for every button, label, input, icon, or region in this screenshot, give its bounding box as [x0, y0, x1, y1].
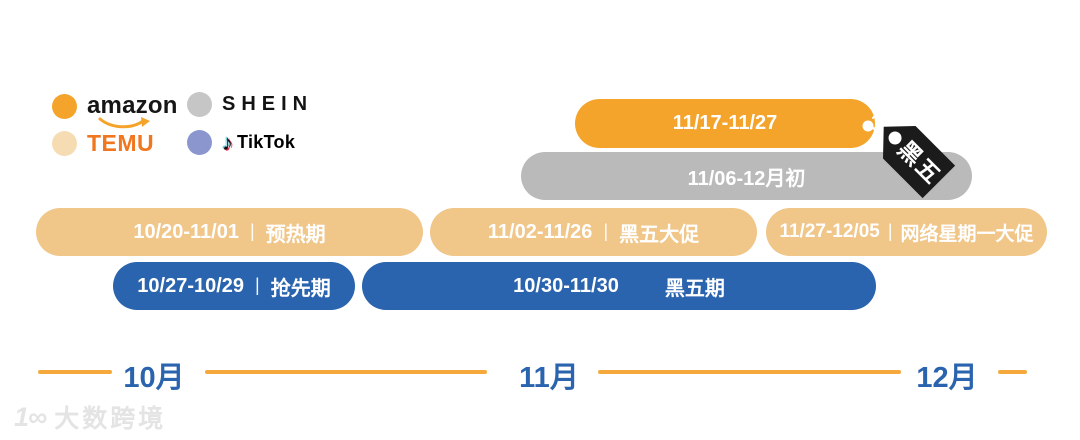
- temu-label: TEMU: [87, 130, 155, 156]
- watermark: 1∞ 大数跨境: [14, 399, 166, 435]
- watermark-label: 大数跨境: [54, 405, 167, 433]
- axis-segment: [38, 370, 112, 374]
- tiktok-dot-icon: [187, 130, 212, 155]
- separator: |: [249, 220, 255, 241]
- shein-dot-icon: [187, 92, 212, 117]
- tag-hole: [888, 131, 902, 145]
- temu-cybermonday-label: 网络星期一大促: [900, 223, 1034, 245]
- temu-preheat-bar: 10/20-11/01 | 预热期: [36, 208, 423, 256]
- temu-dot-icon: [52, 131, 77, 156]
- amazon-period-bar: 11/17-11/27: [575, 99, 875, 148]
- temu-blackfriday-bar: 11/02-11/26 | 黑五大促: [430, 208, 757, 256]
- tiktok-early-date: 10/27-10/29: [137, 274, 245, 297]
- axis-segment: [205, 370, 487, 374]
- amazon-dot-icon: [52, 93, 77, 119]
- legend-item-tiktok: ♪ TikTok: [187, 130, 295, 155]
- legend-item-temu: TEMU: [52, 130, 154, 157]
- temu-preheat-label: 预热期: [265, 223, 326, 246]
- tiktok-label: TikTok: [237, 132, 296, 152]
- axis-segment: [598, 370, 901, 374]
- tiktok-early-label: 抢先期: [270, 277, 331, 300]
- separator: |: [887, 220, 893, 241]
- amazon-period-date: 11/17-11/27: [672, 112, 778, 134]
- month-label-november: 11月: [519, 362, 579, 394]
- month-label-december: 12月: [916, 362, 978, 394]
- amazon-wordmark: amazon: [87, 92, 178, 129]
- amazon-smile-arrow-icon: [98, 117, 150, 129]
- month-label-october: 10月: [123, 362, 185, 394]
- tiktok-note-icon: ♪: [222, 129, 233, 155]
- tiktok-blackfriday-label: 黑五期: [664, 277, 725, 300]
- temu-cybermonday-date: 11/27-12/05: [779, 221, 880, 242]
- watermark-logo: 1∞: [14, 401, 47, 432]
- legend-item-shein: SHEIN: [187, 92, 313, 117]
- shein-period-date: 11/06-12月初: [687, 167, 806, 190]
- amazon-label: amazon: [87, 92, 178, 119]
- tiktok-blackfriday-bar: 10/30-11/30 黑五期: [362, 262, 876, 310]
- legend-item-amazon: amazon: [52, 92, 178, 129]
- tiktok-blackfriday-date: 10/30-11/30: [513, 274, 619, 297]
- temu-blackfriday-label: 黑五大促: [619, 223, 700, 246]
- temu-blackfriday-date: 11/02-11/26: [487, 220, 593, 243]
- separator: |: [603, 220, 609, 241]
- separator: |: [255, 274, 260, 295]
- axis-segment: [998, 370, 1027, 374]
- temu-cybermonday-bar: 11/27-12/05 | 网络星期一大促: [766, 208, 1047, 256]
- shein-period-bar: 11/06-12月初: [521, 152, 972, 200]
- temu-preheat-date: 10/20-11/01: [133, 220, 239, 243]
- shein-label: SHEIN: [222, 93, 314, 115]
- tiktok-early-bar: 10/27-10/29 | 抢先期: [113, 262, 355, 310]
